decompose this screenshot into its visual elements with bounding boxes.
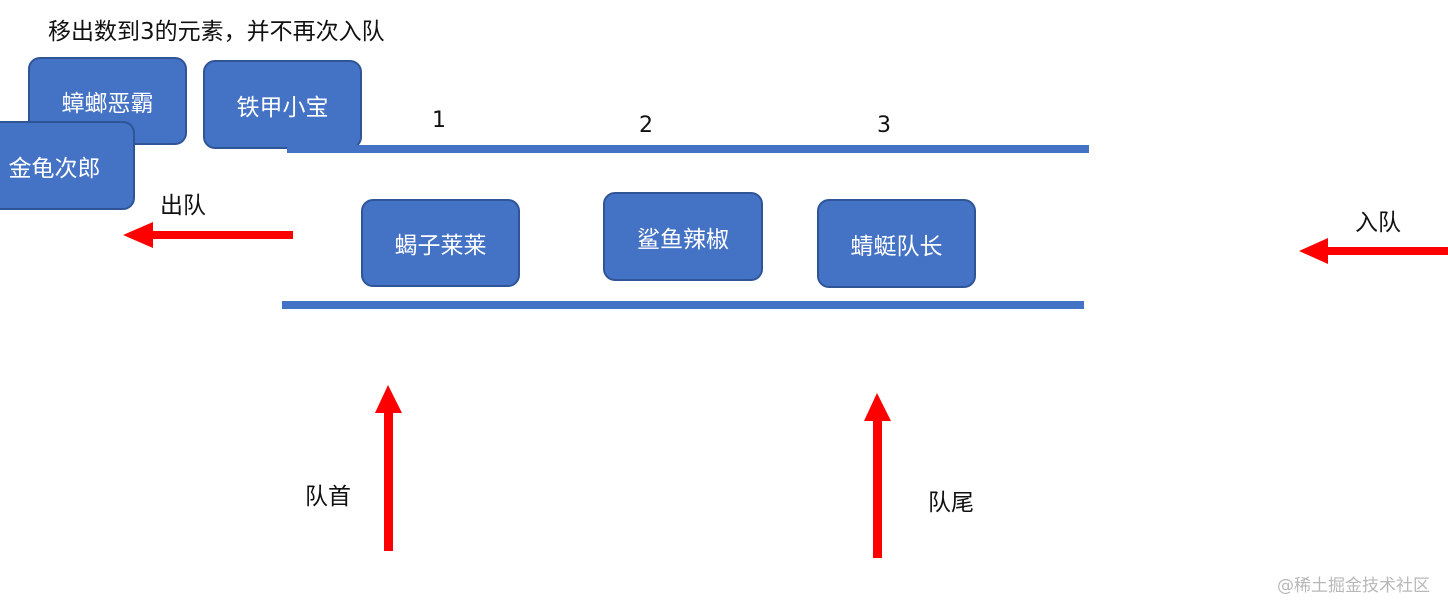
- removed-item-2: 铁甲小宝: [203, 60, 362, 149]
- dequeue-label: 出队: [160, 193, 206, 219]
- dequeue-arrow: [123, 222, 293, 248]
- head-arrow: [375, 385, 402, 551]
- queue-bottom-rail: [282, 301, 1084, 309]
- slot-number-3: 3: [877, 113, 891, 138]
- queue-head-label: 队首: [305, 484, 351, 510]
- watermark: @稀土掘金技术社区: [1277, 576, 1430, 596]
- queue-item-1: 蝎子莱莱: [361, 199, 520, 287]
- tail-arrow: [864, 393, 891, 558]
- queue-top-rail: [287, 145, 1089, 153]
- enqueue-label: 入队: [1355, 210, 1401, 236]
- removed-item-3: 金龟次郎: [0, 121, 135, 210]
- diagram-title: 移出数到3的元素，并不再次入队: [48, 19, 385, 45]
- queue-item-2: 鲨鱼辣椒: [603, 192, 763, 281]
- slot-number-2: 2: [639, 113, 653, 138]
- queue-item-3: 蜻蜓队长: [817, 199, 976, 288]
- queue-tail-label: 队尾: [928, 490, 974, 516]
- enqueue-arrow: [1299, 238, 1448, 264]
- slot-number-1: 1: [432, 108, 446, 133]
